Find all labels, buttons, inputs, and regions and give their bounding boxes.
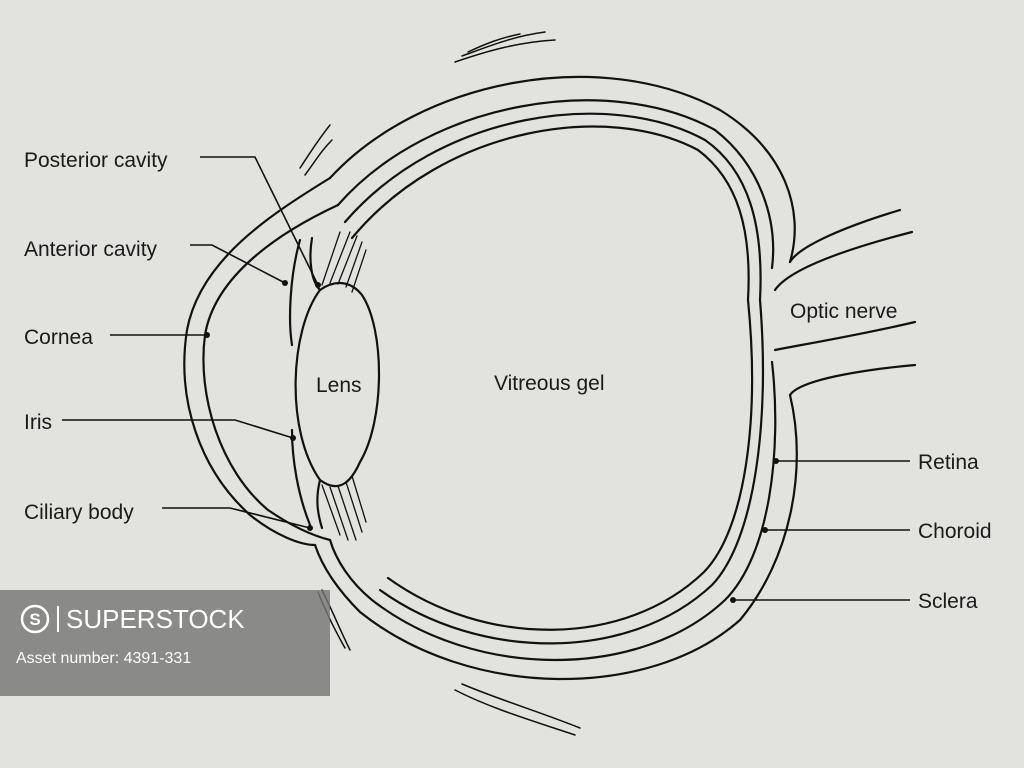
leader-anterior-cavity xyxy=(190,244,286,284)
label-choroid: Choroid xyxy=(918,520,992,543)
watermark-asset-number: Asset number: 4391-331 xyxy=(16,650,192,667)
dot-posterior-cavity xyxy=(315,282,321,288)
cornea-outer-line xyxy=(183,176,332,547)
label-iris: Iris xyxy=(24,411,52,434)
eyelid-upper-sketch xyxy=(299,124,333,176)
sclera-outer-line xyxy=(313,75,798,681)
watermark-brand: SUPERSTOCK xyxy=(66,604,245,634)
label-lens: Lens xyxy=(316,374,362,397)
dot-choroid xyxy=(762,527,768,533)
label-sclera: Sclera xyxy=(918,590,978,613)
lower-muscle-strokes xyxy=(454,683,581,736)
dot-retina xyxy=(773,458,779,464)
svg-text:S: S xyxy=(29,610,40,629)
superstock-logo: S SUPERSTOCK xyxy=(20,604,245,634)
optic-nerve-lines xyxy=(773,208,917,397)
label-retina: Retina xyxy=(918,451,979,474)
label-ciliary-body: Ciliary body xyxy=(24,501,134,524)
dot-ciliary-body xyxy=(307,525,313,531)
retina-line xyxy=(350,125,754,631)
leader-iris xyxy=(62,419,294,439)
suspensory-ligament-upper xyxy=(321,231,367,293)
label-optic-nerve: Optic nerve xyxy=(790,300,897,323)
iris-upper xyxy=(289,236,322,347)
lens-outline xyxy=(294,282,381,488)
label-posterior-cavity: Posterior cavity xyxy=(24,149,168,172)
dot-cornea xyxy=(204,332,210,338)
dot-iris xyxy=(290,435,296,441)
watermark-panel: S SUPERSTOCK Asset number: 4391-331 xyxy=(0,590,330,696)
label-anterior-cavity: Anterior cavity xyxy=(24,238,158,261)
label-vitreous-gel: Vitreous gel xyxy=(494,372,605,395)
suspensory-ligament-lower xyxy=(321,475,367,541)
label-cornea: Cornea xyxy=(24,326,93,349)
dot-sclera xyxy=(730,597,736,603)
superstock-s-icon xyxy=(20,604,50,634)
sclera-inner-line xyxy=(328,99,777,661)
leader-ciliary-body xyxy=(162,507,311,529)
dot-anterior-cavity xyxy=(282,280,288,286)
iris-lower xyxy=(290,428,324,530)
choroid-line xyxy=(343,112,765,645)
upper-muscle-strokes xyxy=(454,31,556,63)
leader-posterior-cavity xyxy=(200,156,319,286)
